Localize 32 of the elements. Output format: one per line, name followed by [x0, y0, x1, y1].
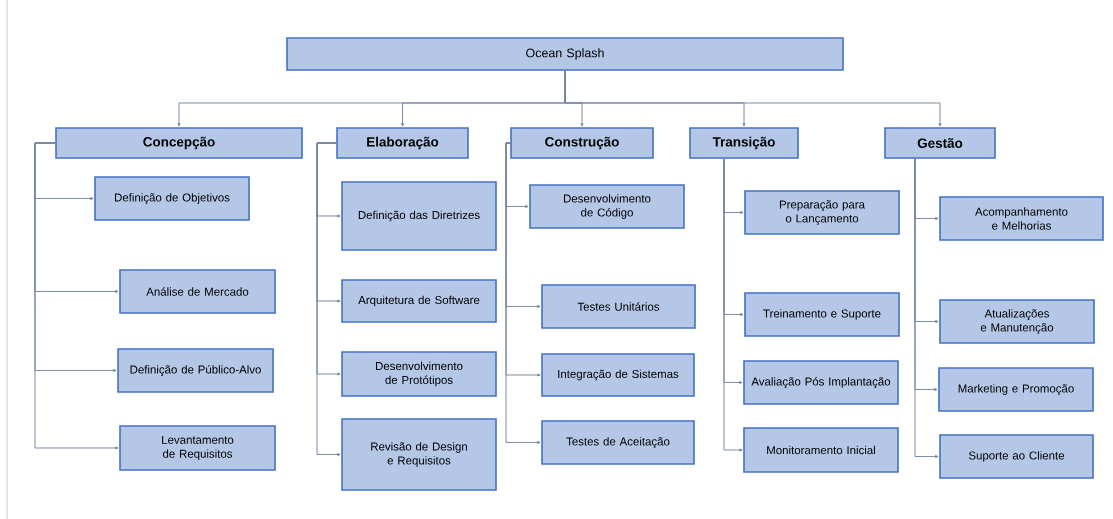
- phase-box: Transição: [689, 127, 799, 159]
- arrow: [914, 158, 939, 458]
- task-box: Definição de Público-Alvo: [117, 348, 274, 393]
- task-box: Levantamento de Requisitos: [119, 425, 276, 471]
- arrow: [505, 142, 541, 444]
- task-box: Testes Unitários: [541, 284, 696, 329]
- task-box: Avaliação Pós Implantação: [743, 360, 899, 405]
- task-box: Arquitetura de Software: [341, 279, 497, 323]
- arrow: [316, 142, 341, 456]
- task-box: Análise de Mercado: [119, 269, 276, 314]
- phase-box: Gestão: [884, 127, 996, 159]
- task-box: Definição de Objetivos: [94, 176, 250, 221]
- task-box: Monitoramento Inicial: [743, 427, 899, 473]
- phase-box: Construção: [510, 127, 654, 159]
- phase-box: Concepção: [55, 127, 303, 159]
- task-box: Treinamento e Suporte: [744, 292, 900, 337]
- phase-box: Elaboração: [336, 127, 469, 159]
- task-box: Integração de Sistemas: [541, 353, 695, 397]
- task-box: Definição das Diretrizes: [341, 181, 497, 251]
- project-box: Ocean Splash: [286, 37, 844, 71]
- task-box: Suporte ao Cliente: [939, 434, 1094, 479]
- arrow: [723, 158, 743, 452]
- task-box: Desenvolvimento de Código: [529, 184, 685, 229]
- task-box: Desenvolvimento de Protótipos: [341, 351, 497, 397]
- task-box: Revisão de Design e Requisitos: [341, 418, 497, 491]
- task-box: Atualizações e Manutenção: [939, 299, 1095, 344]
- task-box: Testes de Aceitação: [541, 420, 695, 465]
- task-box: Marketing e Promoção: [938, 367, 1094, 412]
- task-box: Preparação para o Lançamento: [744, 190, 900, 235]
- arrow: [564, 70, 942, 127]
- task-box: Acompanhamento e Melhorias: [939, 196, 1104, 241]
- arrow: [34, 142, 119, 450]
